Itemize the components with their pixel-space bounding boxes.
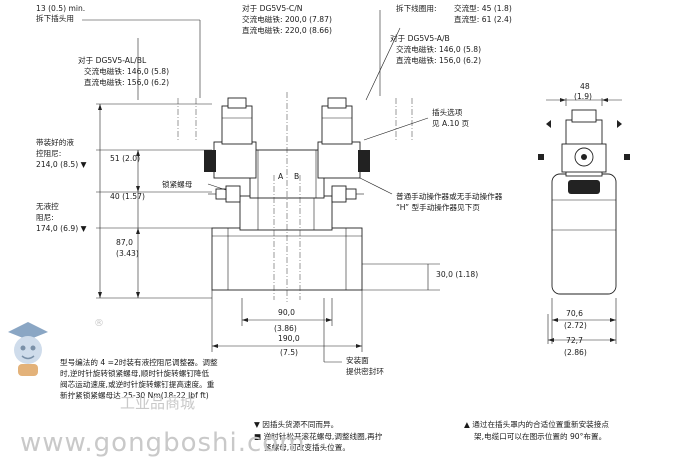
cn-dc: 直流电磁铁: 220,0 (8.66) [242,26,332,35]
no-damper-2: 阻尼: [36,213,54,222]
dim-70: 70,6 [566,309,583,318]
plug-right [321,105,353,145]
pin-clearance: 13 (0.5) min. [36,4,86,13]
dim-70-in: (2.72) [564,321,587,330]
port-b-label: B [294,172,300,181]
footnote-1: ▼ 因插头货源不同而异。 [254,420,339,429]
model-note-4: 新拧紧锁紧螺母达 25-30 Nm(18-22 lbf ft) [60,391,209,400]
plug-option-2: 见 A.10 页 [432,119,470,128]
dim-190: 190,0 [278,334,300,343]
mascot-icon [8,322,48,376]
dim-90: 90,0 [278,308,295,317]
ab-title: 对于 DG5V5-A/B [390,34,450,43]
manual-op-1: 普通手动操作器或无手动操作器 [396,192,503,201]
damper-block [239,195,333,231]
coil-remove: 拆下线圈用: [396,4,437,13]
dim-30: 30,0 (1.18) [436,270,479,279]
port-a-label: A [278,172,284,181]
model-note-3: 阀芯运动速度,或逆时针旋转螺钉提高速度。重 [60,380,215,389]
with-damper-1: 带装好的液 [36,138,74,147]
mount-face-1: 安装面 [346,356,369,365]
coil-left [213,141,257,179]
footnote-2b: 紧螺母,可改变插头位置。 [264,443,350,452]
al-bl-dc: 直流电磁铁: 156,0 (6.2) [84,78,170,87]
ab-dc: 直流电磁铁: 156,0 (6.2) [396,56,482,65]
footnote-3b: 架,电缆口可以在图示位置的 90°布置。 [474,432,607,441]
plug-option-1: 插头选项 [432,108,463,117]
with-damper-2: 控阻尼: [36,149,62,158]
cn-title: 对于 DG5V5-C/N [242,4,303,13]
lock-nut-label: 锁紧螺母 [162,180,193,189]
footnote-3a: ▲ 通过在插头罩内的合适位置重新安装接点 [464,420,609,429]
dim-40: 40 (1.57) [110,192,145,201]
watermark-brand: 工业品商城 [120,394,196,412]
dim-190-in: (7.5) [280,348,299,357]
dim-72-in: (2.86) [564,348,587,357]
coil-right [317,141,361,179]
dim-48: 48 [580,82,590,91]
mount-face-2: 提供密封环 [346,367,384,376]
model-note-2: 时,逆时针旋转锁紧螺母,顺时针旋转螺钉降低 [60,369,210,378]
al-bl-title: 对于 DG5V5-AL/BL [78,56,147,65]
dim-51: 51 (2.0) [110,154,141,163]
coil-dc: 直流型: 61 (2.4) [454,15,512,24]
dim-87-in: (3.43) [116,249,139,258]
dim-87: 87,0 [116,238,133,247]
with-damper-3: 214,0 (8.5) ▼ [36,160,87,169]
manual-op-2: “H” 型手动操作器见下页 [396,203,480,212]
cn-ac: 交流电磁铁: 200,0 (7.87) [242,15,332,24]
al-bl-ac: 交流电磁铁: 146,0 (5.8) [84,67,170,76]
footnote-2a: ■ 逆时针松开滚花螺母,调整线圈,再拧 [254,432,383,441]
watermark-logo [2,318,54,378]
coil-ac: 交流型: 45 (1.8) [454,4,512,13]
plug-left [221,105,253,145]
dim-72: 72,7 [566,336,583,345]
ab-ac: 交流电磁铁: 146,0 (5.8) [396,45,482,54]
no-damper-3: 174,0 (6.9) ▼ [36,224,87,233]
dim-90-in: (3.86) [274,324,297,333]
pin-clearance-note: 拆下插头用 [36,14,74,23]
no-damper-1: 无液控 [36,202,59,211]
watermark-reg: ® [94,318,104,329]
model-note-1: 型号编法的 4 =2时装有液控阻尼调整器。调整 [60,358,218,367]
dim-48-in: (1.9) [574,92,593,101]
watermark-site: www.gongboshi.com [20,428,306,458]
